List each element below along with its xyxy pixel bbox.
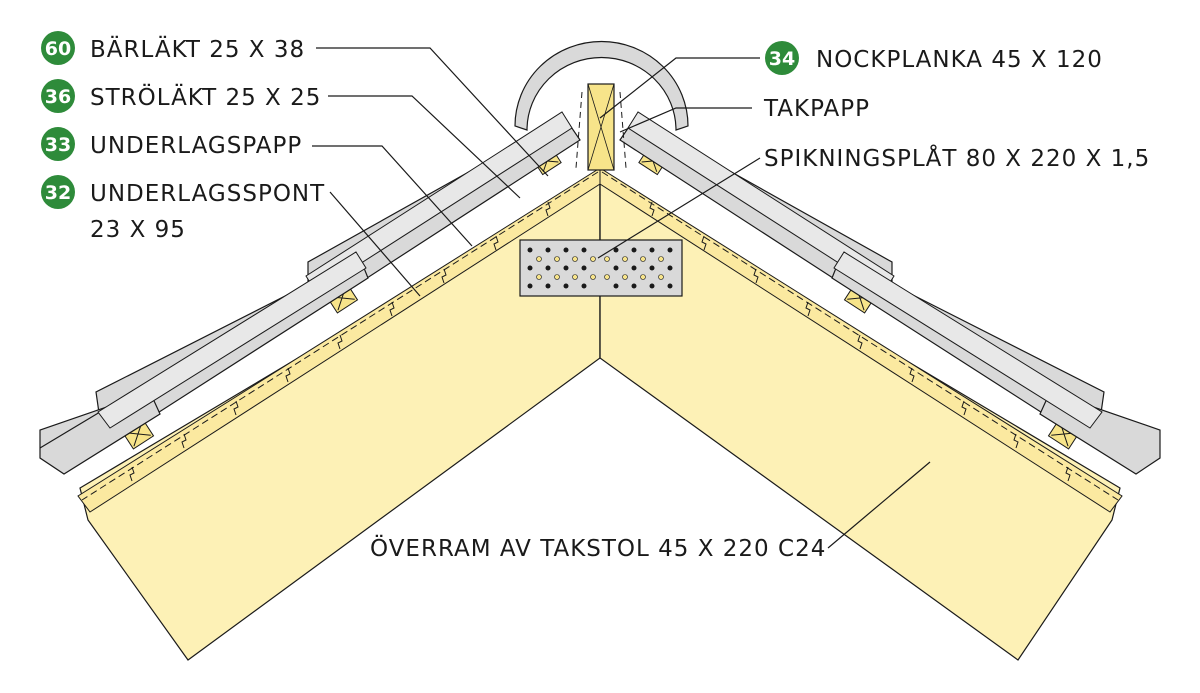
label-barlakt: 60 BÄRLÄKT 25 X 38 <box>41 31 305 65</box>
badge-spont-number: 32 <box>45 182 71 204</box>
leader-overram <box>827 461 931 549</box>
badge-underpapp-number: 33 <box>45 134 71 156</box>
badge-barlakt <box>41 31 75 65</box>
leader-barlakt <box>316 47 549 177</box>
label-spont-text: UNDERLAGSSPONT <box>90 181 325 207</box>
label-underpapp-text: UNDERLAGSPAPP <box>90 133 302 159</box>
label-strolakt-text: STRÖLÄKT 25 X 25 <box>90 83 321 111</box>
label-spont: 32 UNDERLAGSSPONT 23 X 95 <box>41 175 325 243</box>
leader-takpapp <box>619 107 752 133</box>
ridge-cap-tile <box>514 40 689 131</box>
badge-spont <box>41 175 75 209</box>
label-underpapp: 33 UNDERLAGSPAPP <box>41 127 302 161</box>
label-spont-text2: 23 X 95 <box>90 217 186 243</box>
badge-barlakt-number: 60 <box>45 38 71 60</box>
sarking-right <box>599 167 1123 513</box>
label-overram-text: ÖVERRAM AV TAKSTOL 45 X 220 C24 <box>370 534 826 562</box>
label-takpapp-text: TAKPAPP <box>763 96 870 122</box>
leader-nock <box>599 57 760 119</box>
label-barlakt-text: BÄRLÄKT 25 X 38 <box>90 35 305 63</box>
badge-strolakt-number: 36 <box>45 86 71 108</box>
leader-strolakt <box>328 95 521 199</box>
badge-strolakt <box>41 79 75 113</box>
leader-spont <box>329 191 421 297</box>
leader-underpapp <box>312 145 473 247</box>
nail-plate <box>519 239 683 297</box>
label-nock-text: NOCKPLANKA 45 X 120 <box>816 47 1103 73</box>
badge-nock <box>765 41 799 75</box>
label-plat-text: SPIKNINGSPLÅT 80 X 220 X 1,5 <box>764 144 1150 172</box>
badge-underpapp <box>41 127 75 161</box>
leader-plat <box>597 157 761 259</box>
label-nock: 34 NOCKPLANKA 45 X 120 <box>765 41 1103 75</box>
badge-nock-number: 34 <box>769 48 795 70</box>
label-strolakt: 36 STRÖLÄKT 25 X 25 <box>41 79 321 113</box>
